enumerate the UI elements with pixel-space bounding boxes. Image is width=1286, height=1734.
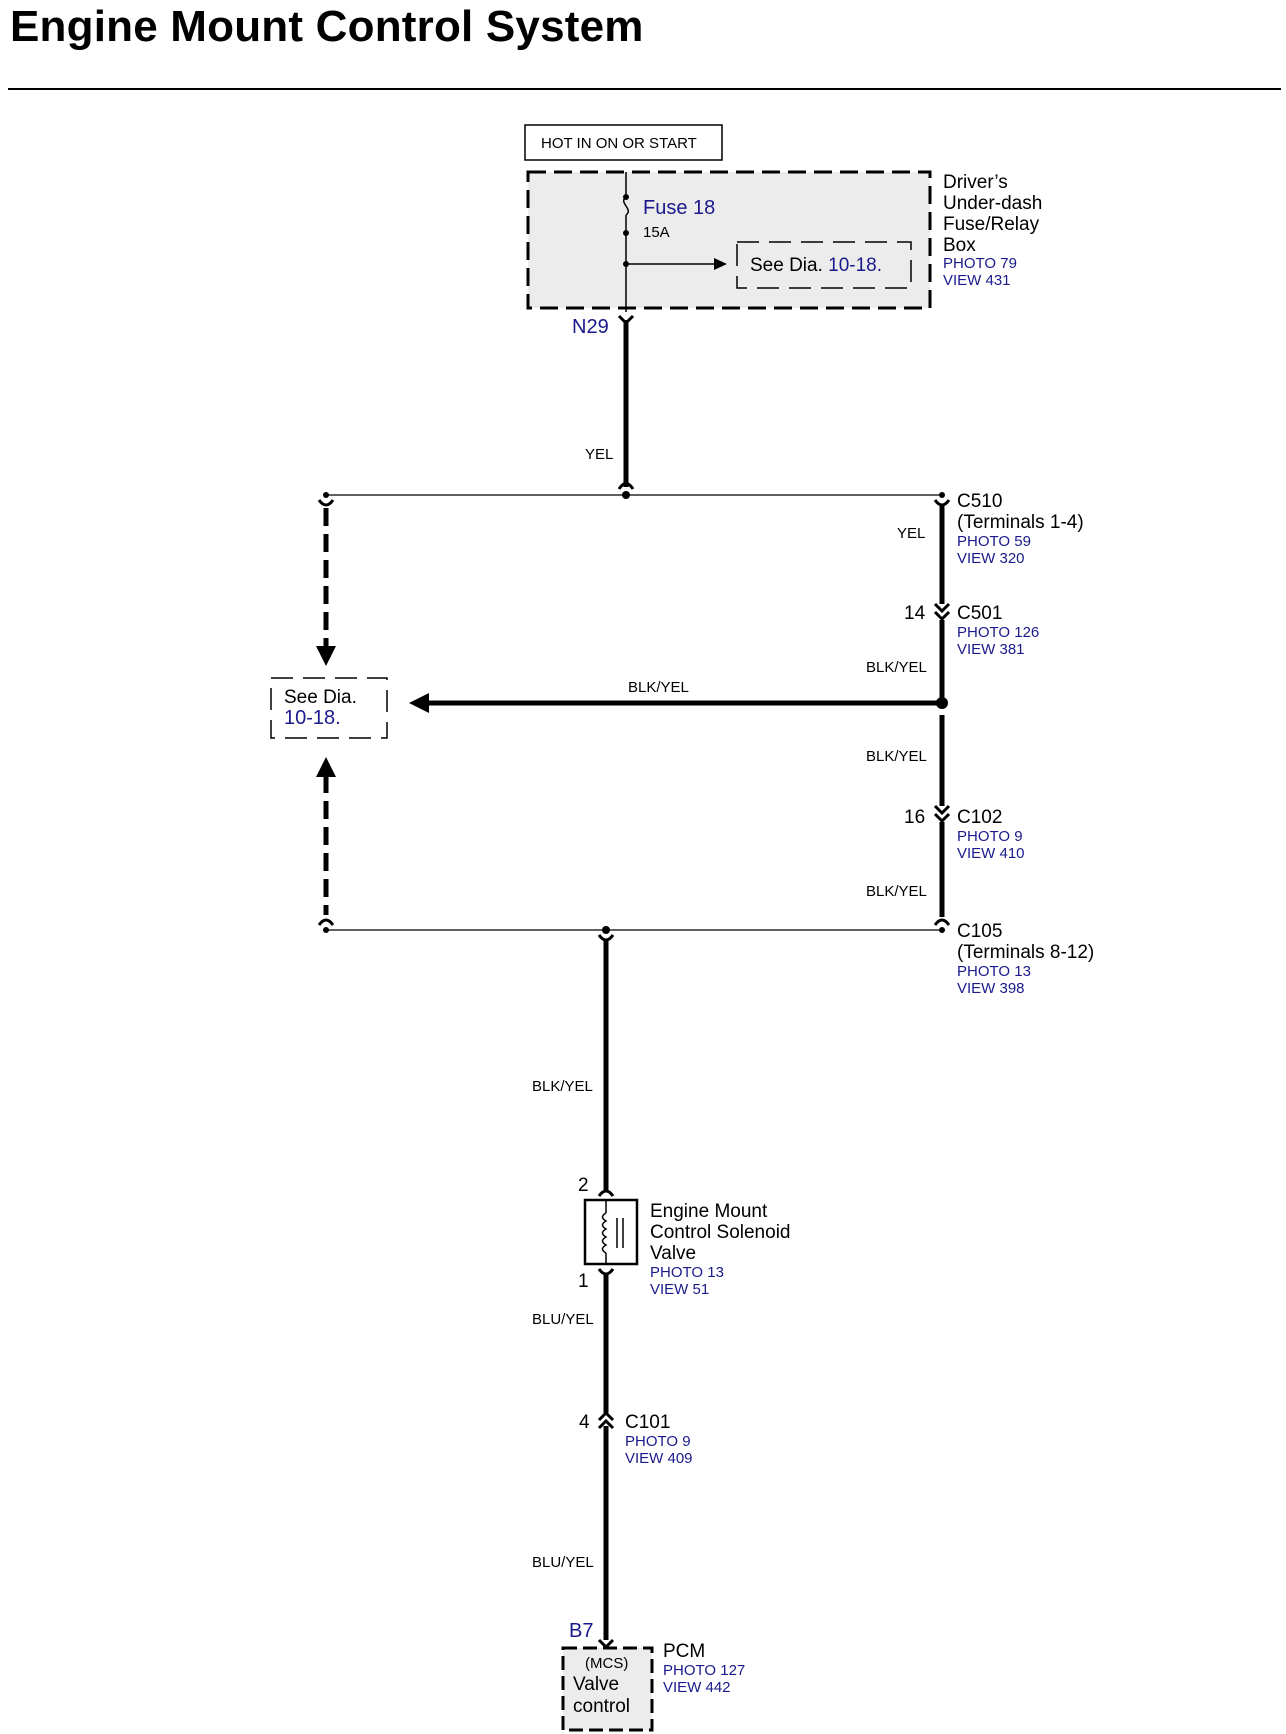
wire-label-blk-yel-2: BLK/YEL [866, 748, 927, 765]
arrow-right-icon [714, 258, 727, 270]
wire-label-blu-yel-1: BLU/YEL [532, 1311, 594, 1328]
connector-pcm-icon [597, 1638, 615, 1650]
pcm-terminal: B7 [569, 1620, 593, 1642]
page-title: Engine Mount Control System [10, 2, 644, 51]
connector-c510-top-icon [617, 482, 635, 490]
solenoid-name-1: Engine Mount [650, 1201, 768, 1222]
c101-pin: 4 [579, 1412, 590, 1433]
pcm-view: VIEW 442 [663, 1679, 731, 1696]
c510-terminals: (Terminals 1-4) [957, 512, 1084, 533]
wire-label-yel-right: YEL [897, 525, 925, 542]
wire-label-blk-yel-left: BLK/YEL [628, 679, 689, 696]
junction-c510-right [939, 492, 945, 498]
pcm-photo: PHOTO 127 [663, 1662, 745, 1679]
wire-label-yel-top: YEL [585, 446, 613, 463]
solenoid-photo: PHOTO 13 [650, 1264, 724, 1281]
c510-name: C510 [957, 491, 1002, 512]
junction-c105-center [602, 926, 610, 934]
c105-name: C105 [957, 921, 1002, 942]
fuse-box-name-1: Driver’s [943, 172, 1008, 193]
c101-name: C101 [625, 1412, 670, 1433]
wire-label-blu-yel-2: BLU/YEL [532, 1554, 594, 1571]
see-dia-box-top [736, 241, 912, 289]
solenoid-pin-top: 2 [578, 1175, 589, 1196]
wire-label-blk-yel-1: BLK/YEL [866, 659, 927, 676]
fuse-box-view: VIEW 431 [943, 272, 1011, 289]
fuse-box-name-3: Fuse/Relay [943, 214, 1040, 235]
c102-name: C102 [957, 807, 1002, 828]
see-dia-top: See Dia. 10-18. [750, 255, 882, 276]
arrow-left-icon [409, 693, 429, 713]
arrow-down-icon [316, 646, 336, 666]
junction-c105-right [939, 927, 945, 933]
c102-photo: PHOTO 9 [957, 828, 1023, 845]
fuse-icon [623, 196, 629, 216]
connector-left-bottom-icon [317, 918, 335, 926]
pcm-mcs: (MCS) [585, 1655, 628, 1672]
pcm-line1: Valve [573, 1674, 619, 1695]
c105-terminals: (Terminals 8-12) [957, 942, 1094, 963]
see-dia-left-ref: 10-18. [284, 707, 341, 729]
arrow-up-icon [316, 757, 336, 777]
wire-label-blk-yel-3: BLK/YEL [866, 883, 927, 900]
connector-solenoid-bottom-icon [597, 1268, 615, 1276]
n29-terminal: N29 [572, 316, 609, 338]
connector-c102-icon [933, 804, 951, 824]
c105-photo: PHOTO 13 [957, 963, 1031, 980]
hot-label: HOT IN ON OR START [541, 135, 697, 152]
see-dia-left-text: See Dia. [284, 687, 357, 708]
connector-c105-right-icon [933, 918, 951, 926]
c102-view: VIEW 410 [957, 845, 1025, 862]
see-dia-box-left [270, 677, 388, 739]
c501-photo: PHOTO 126 [957, 624, 1039, 641]
connector-solenoid-top-icon [597, 1189, 615, 1197]
c102-pin: 16 [904, 807, 925, 828]
junction-c105-left [323, 927, 329, 933]
solenoid-view: VIEW 51 [650, 1281, 709, 1298]
c501-name: C501 [957, 603, 1002, 624]
solenoid-pin-bottom: 1 [578, 1271, 589, 1292]
c501-view: VIEW 381 [957, 641, 1025, 658]
fuse-box-photo: PHOTO 79 [943, 255, 1017, 272]
connector-c501-icon [933, 602, 951, 622]
c501-pin: 14 [904, 603, 926, 624]
c105-view: VIEW 398 [957, 980, 1025, 997]
fuse-box-name-2: Under-dash [943, 193, 1042, 214]
coil-icon [601, 1212, 608, 1254]
junction-c510-left [323, 492, 329, 498]
c510-photo: PHOTO 59 [957, 533, 1031, 550]
fuse-name: Fuse 18 [643, 197, 715, 219]
fuse-rating: 15A [643, 224, 670, 241]
c101-photo: PHOTO 9 [625, 1433, 691, 1450]
connector-c510-right-icon [933, 499, 951, 507]
pcm-line2: control [573, 1696, 630, 1717]
c510-view: VIEW 320 [957, 550, 1025, 567]
hot-label-box [524, 124, 723, 161]
solenoid-name-2: Control Solenoid [650, 1222, 790, 1243]
connector-left-top-icon [317, 499, 335, 507]
solenoid-name-3: Valve [650, 1243, 696, 1264]
connector-c101-icon [597, 1410, 615, 1430]
fuse-box-name-4: Box [943, 235, 976, 256]
fuse-box [526, 170, 932, 310]
connector-c105-down-icon [597, 934, 615, 942]
pcm-name: PCM [663, 1641, 705, 1662]
c101-view: VIEW 409 [625, 1450, 693, 1467]
solenoid-box [583, 1198, 639, 1266]
wire-label-blk-yel-down: BLK/YEL [532, 1078, 593, 1095]
pcm-box [561, 1646, 654, 1732]
